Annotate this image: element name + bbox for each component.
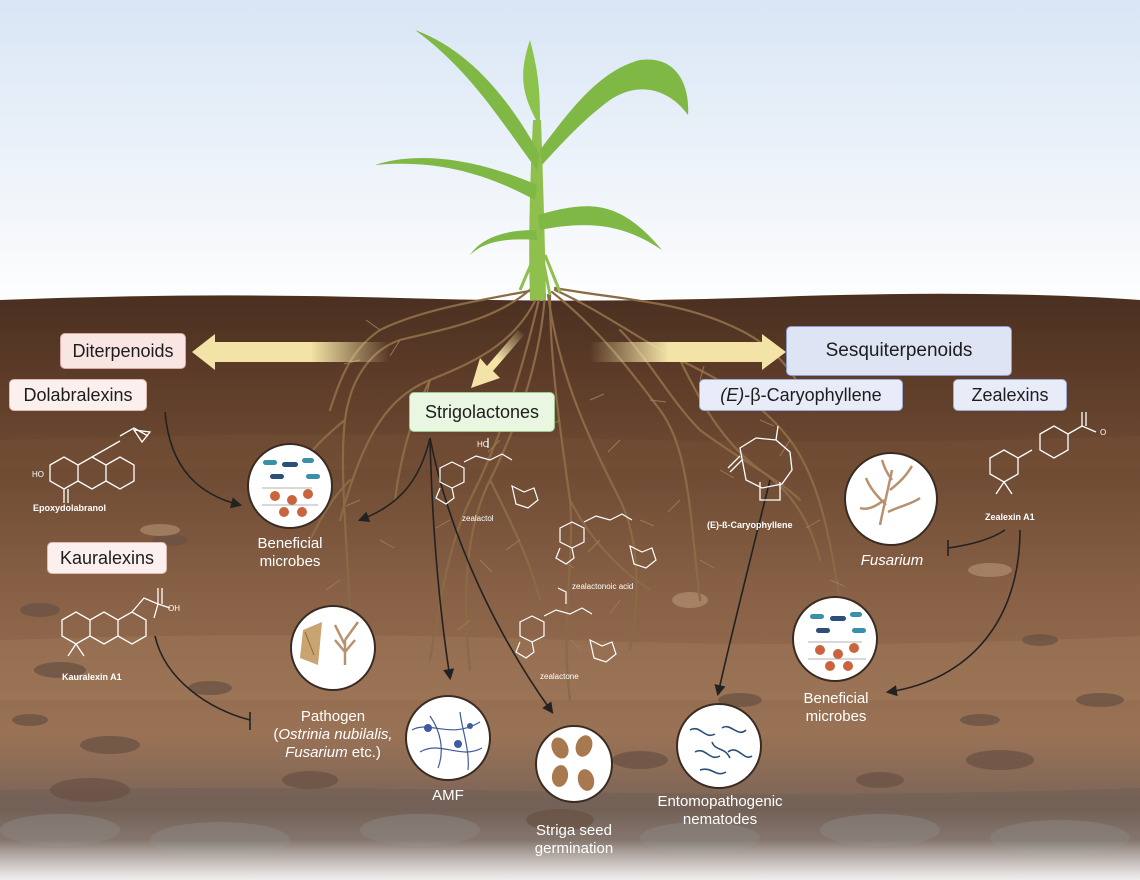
pathogen-label: Pathogen(Ostrinia nubilalis,Fusarium etc… — [273, 708, 393, 761]
circle-amf — [405, 695, 491, 781]
circle-striga — [535, 725, 613, 803]
circle-microbes-right — [792, 596, 878, 682]
epoxydolabranol-label: Epoxydolabranol — [33, 503, 107, 513]
leaf — [523, 40, 540, 120]
circle-microbes-left — [247, 443, 333, 529]
sky — [0, 0, 1140, 310]
zealactone-label: zealactone — [540, 672, 579, 681]
molecule-caryophyllene — [727, 425, 793, 501]
kauralexins-box: Kauralexins — [47, 542, 167, 574]
molecule-kauralexin — [61, 588, 171, 657]
leaf — [540, 59, 689, 165]
arrow-zealexin-to-microbes — [885, 529, 1021, 697]
molecule-zealexin — [989, 412, 1097, 495]
molecule-zealactone — [515, 587, 617, 663]
leaf — [415, 30, 540, 170]
strigolactones-box: Strigolactones — [409, 392, 555, 432]
dolabralexins-label: Dolabralexins — [23, 384, 133, 405]
soil — [0, 293, 1140, 880]
sesquiterpenoids-label: Sesquiterpenoids — [825, 340, 973, 361]
arrow-strigolactones-to-striga — [429, 437, 554, 714]
maize-plant — [375, 30, 689, 300]
zealexins-label: Zealexins — [971, 384, 1049, 405]
o-atom: O — [1100, 428, 1107, 437]
arrow-strigolactones-to-amf — [429, 437, 455, 681]
diterpenoids-label: Diterpenoids — [72, 340, 174, 361]
ho-atom-1: HO — [32, 470, 44, 479]
fusarium-label: Fusarium — [860, 552, 924, 569]
dolabralexins-box: Dolabralexins — [9, 379, 147, 411]
amf-label: AMF — [432, 787, 464, 804]
diterpenoids-box: Diterpenoids — [60, 333, 186, 369]
caryophyllene-prefix: (E) — [720, 384, 745, 405]
circle-fusarium — [844, 452, 938, 546]
arrow-dolabralexins-to-microbes — [164, 411, 243, 509]
arrow-to-strigolactones — [471, 330, 524, 388]
prop-roots — [518, 254, 562, 296]
ho-atom-2: HO — [477, 440, 489, 449]
strigolactones-label: Strigolactones — [424, 401, 540, 422]
kauralexins-label: Kauralexins — [59, 547, 155, 568]
molecule-zealactonoic — [555, 513, 657, 569]
molecule-epoxydolabranol — [49, 427, 152, 503]
arrow-strigolactones-to-microbes — [357, 437, 431, 523]
leaf — [538, 206, 662, 250]
leaf — [375, 157, 537, 200]
bottom-fade — [0, 840, 1140, 880]
zealactonoic-acid-label: zealactonoic acid — [572, 582, 634, 591]
zealactol-label: zealactol — [462, 514, 494, 523]
soil-stones — [12, 534, 1124, 831]
sesquiterpenoids-box: Sesquiterpenoids — [786, 326, 1012, 376]
inhibit-kauralexin-pathogen — [154, 635, 251, 721]
zealexin-a1-label: Zealexin A1 — [985, 512, 1035, 522]
circle-nematodes — [676, 703, 762, 789]
caryophyllene-molecule-label: (E)-ß-Caryophyllene — [707, 520, 793, 530]
arrow-to-diterpenoids — [192, 334, 390, 370]
caryophyllene-label: -β-Caryophyllene — [744, 384, 882, 405]
zealexins-box: Zealexins — [953, 379, 1067, 411]
inhibit-zealexin-fusarium — [947, 529, 1006, 549]
caryophyllene-box: (E)-β-Caryophyllene — [699, 379, 903, 411]
circle-pathogen — [290, 605, 376, 691]
kauralexin-a1-label: Kauralexin A1 — [62, 672, 122, 682]
connector-arrows — [154, 411, 1021, 730]
arrow-to-sesquiterpenoids — [590, 334, 786, 370]
molecule-zealactol — [435, 438, 539, 509]
leaf — [470, 230, 537, 255]
oh-atom: OH — [168, 604, 180, 613]
arrow-caryophyllene-to-nematodes — [714, 479, 771, 697]
